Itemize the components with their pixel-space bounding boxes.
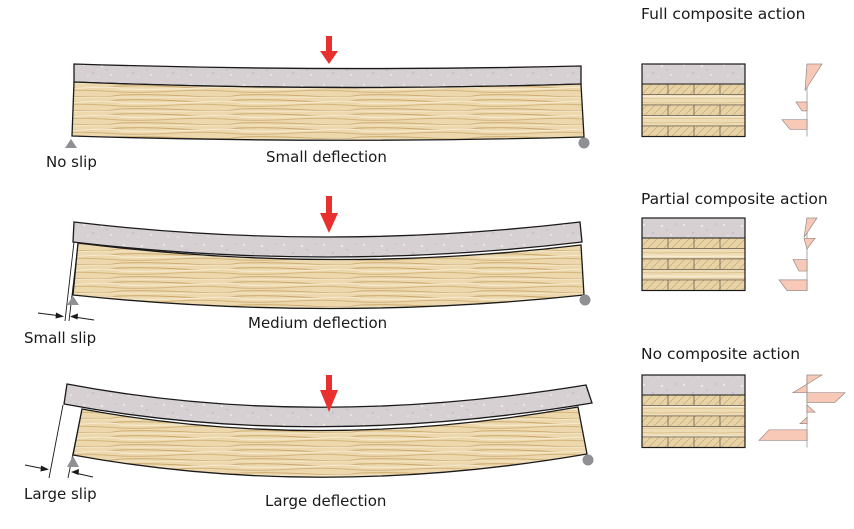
- cross-layer: [641, 104, 746, 116]
- section-title: Partial composite action: [641, 190, 828, 208]
- stress-block: [778, 279, 808, 291]
- longitudinal-layer: [641, 426, 746, 438]
- cross-section: [641, 63, 746, 138]
- cross-layer: [641, 394, 746, 406]
- stress-block: [803, 237, 816, 250]
- stress-distribution: [758, 374, 846, 448]
- stress-block: [795, 101, 808, 112]
- cross-layer: [641, 436, 746, 448]
- section-title: Full composite action: [641, 5, 806, 23]
- load-arrow-icon: [320, 36, 338, 64]
- section-partial: Partial composite action: [641, 190, 828, 292]
- pin-support-icon: [67, 296, 79, 305]
- section-outline: [641, 63, 746, 138]
- stress-block: [791, 374, 824, 394]
- deflection-label: Large deflection: [265, 492, 386, 510]
- cross-section: [641, 374, 746, 449]
- longitudinal-layer: [641, 405, 746, 417]
- section-title: No composite action: [641, 345, 800, 363]
- stress-block: [799, 416, 808, 424]
- stress-distribution: [778, 217, 818, 291]
- roller-support-icon: [582, 454, 594, 466]
- stress-block: [781, 119, 808, 130]
- concrete-slab: [63, 383, 593, 428]
- load-arrow-icon: [320, 196, 338, 233]
- section-outline: [641, 217, 746, 292]
- slip-label: Large slip: [24, 485, 97, 503]
- slip-reference-line: [48, 404, 64, 479]
- pin-support-icon: [65, 139, 77, 148]
- cross-layer: [641, 237, 746, 249]
- longitudinal-layer: [641, 248, 746, 260]
- slip-arrow-left-icon: [24, 464, 49, 472]
- timber-panel: [71, 81, 585, 141]
- cross-layer: [641, 415, 746, 427]
- stress-block: [804, 63, 823, 91]
- stress-block: [792, 259, 808, 272]
- slip-reference-line: [68, 243, 79, 322]
- timber-panel: [72, 406, 588, 478]
- stress-block: [803, 217, 818, 238]
- concrete-slab: [72, 221, 583, 258]
- cross-layer: [641, 125, 746, 137]
- roller-support-icon: [578, 137, 590, 149]
- deflection-label: Medium deflection: [248, 314, 387, 332]
- load-arrow-icon: [320, 375, 338, 412]
- section-outline: [641, 374, 746, 449]
- stress-block: [758, 429, 808, 441]
- longitudinal-layer: [641, 269, 746, 281]
- stress-block: [806, 392, 846, 403]
- longitudinal-layer: [641, 115, 746, 127]
- slip-label: Small slip: [24, 329, 96, 347]
- section-concrete: [642, 375, 745, 395]
- section-concrete: [642, 64, 745, 84]
- cross-layer: [641, 279, 746, 291]
- slip-arrow-right-icon: [70, 313, 95, 321]
- cross-layer: [641, 258, 746, 270]
- beam-no-composite: Large slip Large deflection: [24, 375, 594, 510]
- cross-section: [641, 217, 746, 292]
- beam-full-composite: No slip Small deflection: [46, 36, 590, 171]
- pin-support-icon: [67, 456, 79, 467]
- slip-label: No slip: [46, 153, 97, 171]
- section-none: No composite action: [641, 345, 846, 449]
- stress-block: [806, 404, 816, 413]
- beam-partial-composite: Small slip Medium deflection: [24, 196, 591, 347]
- longitudinal-layer: [641, 94, 746, 106]
- section-concrete: [642, 218, 745, 238]
- cross-layer: [641, 83, 746, 95]
- roller-support-icon: [579, 294, 591, 306]
- deflection-label: Small deflection: [266, 148, 387, 166]
- slip-arrow-right-icon: [71, 469, 94, 478]
- stress-distribution: [781, 63, 823, 137]
- slip-arrow-left-icon: [37, 312, 64, 319]
- slip-reference-line: [64, 241, 75, 322]
- section-full: Full composite action: [641, 5, 823, 138]
